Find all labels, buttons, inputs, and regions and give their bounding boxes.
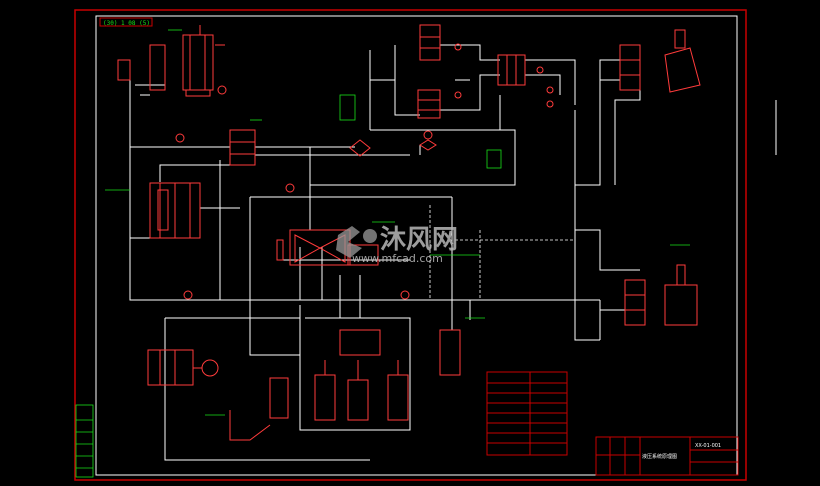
title-block-code: XX-01-001 xyxy=(695,443,721,449)
pipelines xyxy=(129,44,641,461)
inner-white-frame xyxy=(95,15,738,476)
title-block xyxy=(595,436,739,476)
top-left-tag: (30) 1 08 (5) xyxy=(103,20,150,27)
outer-red-frame xyxy=(74,9,747,481)
green-labels xyxy=(75,29,690,478)
title-block-title: 液压系统原理图 xyxy=(642,453,677,460)
legend-table xyxy=(486,371,568,456)
components xyxy=(117,24,701,441)
pilot-lines xyxy=(429,205,575,300)
